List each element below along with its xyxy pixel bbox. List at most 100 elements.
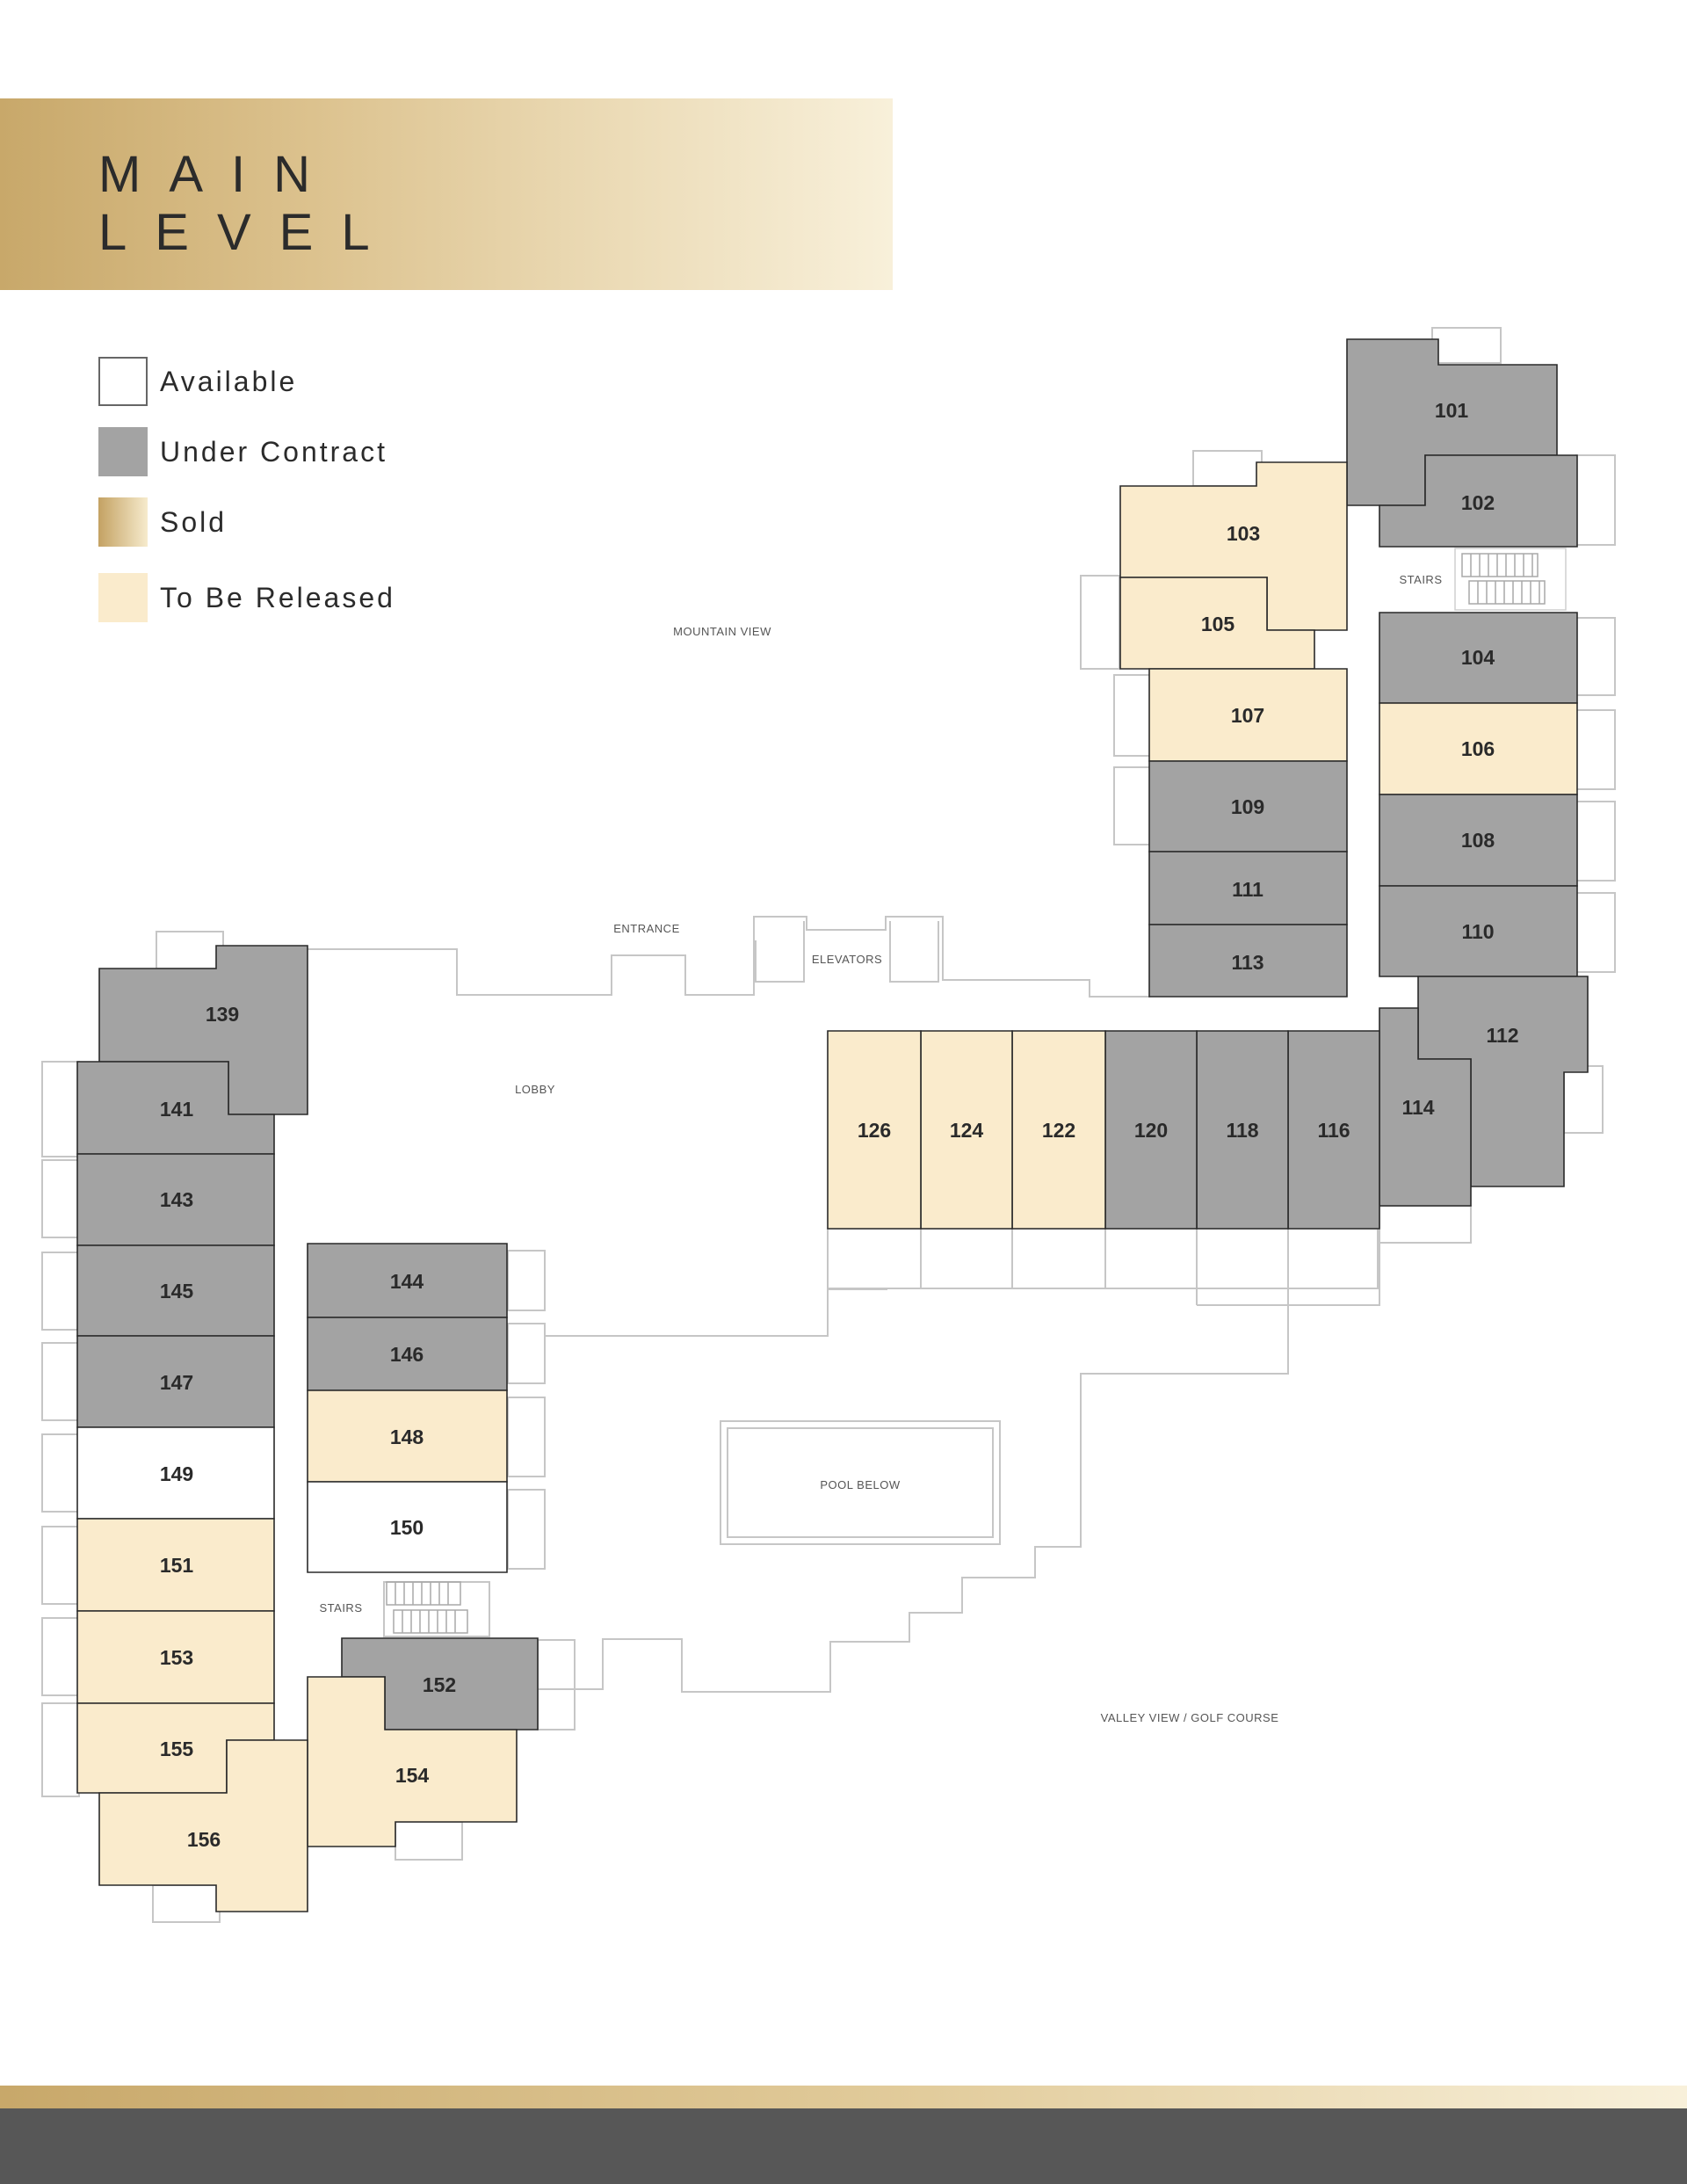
page-title-line-2: LEVEL — [98, 204, 398, 261]
unit-146-label: 146 — [390, 1343, 424, 1366]
unit-116-label: 116 — [1317, 1119, 1350, 1142]
mountain-view-label: MOUNTAIN VIEW — [673, 625, 771, 638]
legend-label-available: Available — [160, 366, 298, 397]
unit-154-label: 154 — [395, 1764, 430, 1787]
unit-146[interactable]: 146 — [307, 1317, 508, 1391]
page-title-line-1: MAIN — [98, 146, 338, 203]
unit-107[interactable]: 107 — [1148, 668, 1348, 762]
unit-139[interactable]: 139 — [98, 945, 308, 1115]
unit-108[interactable]: 108 — [1379, 794, 1578, 887]
valley-view-label: VALLEY VIEW / GOLF COURSE — [1101, 1711, 1279, 1724]
unit-153[interactable]: 153 — [76, 1610, 275, 1704]
unit-105-label: 105 — [1201, 613, 1235, 635]
unit-154-shape[interactable] — [307, 1676, 518, 1847]
unit-120[interactable]: 120 — [1104, 1030, 1198, 1230]
legend-label-under-contract: Under Contract — [160, 436, 387, 468]
unit-106-label: 106 — [1461, 737, 1495, 760]
unit-144[interactable]: 144 — [307, 1243, 508, 1318]
unit-147-label: 147 — [160, 1371, 193, 1394]
unit-149[interactable]: 149 — [76, 1426, 275, 1520]
unit-105-shape[interactable] — [1119, 577, 1315, 670]
pool-below-label: POOL BELOW — [820, 1478, 900, 1491]
unit-122-label: 122 — [1042, 1119, 1075, 1142]
unit-114-label: 114 — [1401, 1096, 1434, 1119]
unit-151-label: 151 — [160, 1554, 194, 1577]
unit-109[interactable]: 109 — [1148, 760, 1348, 853]
unit-126-label: 126 — [858, 1119, 891, 1142]
unit-103-label: 103 — [1227, 522, 1260, 545]
unit-102-shape[interactable] — [1379, 454, 1578, 548]
unit-106[interactable]: 106 — [1379, 702, 1578, 795]
unit-143-label: 143 — [160, 1188, 193, 1211]
unit-107-label: 107 — [1231, 704, 1264, 727]
unit-145-label: 145 — [160, 1280, 194, 1302]
unit-152-label: 152 — [423, 1673, 456, 1696]
bottom-gold-stripe — [0, 2086, 1687, 2108]
unit-102[interactable]: 102 — [1379, 454, 1578, 548]
unit-102-label: 102 — [1461, 491, 1495, 514]
unit-154[interactable]: 154 — [307, 1676, 518, 1847]
unit-141[interactable]: 141 — [76, 1061, 275, 1155]
unit-112-label: 112 — [1486, 1024, 1518, 1047]
unit-147[interactable]: 147 — [76, 1335, 275, 1428]
unit-122[interactable]: 122 — [1011, 1030, 1106, 1230]
unit-153-label: 153 — [160, 1646, 193, 1669]
stairs-north-label: STAIRS — [1400, 573, 1443, 586]
legend-swatch-sold — [98, 497, 148, 547]
footer-bar — [0, 2108, 1687, 2184]
unit-150-shape[interactable] — [307, 1481, 508, 1573]
stairs-south — [386, 1581, 468, 1634]
unit-116[interactable]: 116 — [1287, 1030, 1380, 1230]
unit-148[interactable]: 148 — [307, 1389, 508, 1483]
legend-swatch-to-be-released — [98, 573, 148, 622]
unit-108-label: 108 — [1461, 829, 1495, 852]
unit-118-label: 118 — [1226, 1119, 1258, 1142]
unit-101-label: 101 — [1435, 399, 1469, 422]
unit-150-label: 150 — [390, 1516, 424, 1539]
entrance-label: ENTRANCE — [613, 922, 680, 935]
unit-149-label: 149 — [160, 1462, 193, 1485]
unit-155[interactable]: 155 — [76, 1702, 275, 1794]
elevators-label: ELEVATORS — [812, 953, 882, 966]
unit-141-label: 141 — [160, 1098, 194, 1121]
unit-109-label: 109 — [1231, 795, 1264, 818]
legend-label-to-be-released: To Be Released — [160, 582, 395, 613]
unit-111-label: 111 — [1232, 878, 1263, 901]
unit-113-shape[interactable] — [1148, 924, 1348, 998]
unit-110-label: 110 — [1461, 920, 1494, 943]
legend-swatch-under-contract — [98, 427, 148, 476]
unit-111[interactable]: 111 — [1148, 851, 1348, 925]
unit-118[interactable]: 118 — [1196, 1030, 1289, 1230]
unit-144-label: 144 — [390, 1270, 424, 1293]
unit-126-shape[interactable] — [827, 1030, 922, 1230]
unit-113-label: 113 — [1231, 951, 1263, 974]
unit-156[interactable]: 156 — [98, 1739, 308, 1912]
unit-156-shape[interactable] — [98, 1739, 308, 1912]
title-banner — [0, 98, 893, 290]
unit-104[interactable]: 104 — [1379, 612, 1578, 704]
unit-113[interactable]: 113 — [1148, 924, 1348, 998]
unit-110[interactable]: 110 — [1379, 885, 1578, 977]
unit-151[interactable]: 151 — [76, 1518, 275, 1612]
unit-104-label: 104 — [1461, 646, 1495, 669]
lobby-label: LOBBY — [515, 1083, 555, 1096]
unit-145[interactable]: 145 — [76, 1244, 275, 1337]
unit-143[interactable]: 143 — [76, 1153, 275, 1246]
unit-139-label: 139 — [206, 1003, 239, 1026]
unit-124[interactable]: 124 — [920, 1030, 1013, 1230]
unit-124-label: 124 — [950, 1119, 984, 1142]
unit-150[interactable]: 150 — [307, 1481, 508, 1573]
unit-105[interactable]: 105 — [1119, 577, 1315, 670]
unit-148-label: 148 — [390, 1426, 424, 1448]
unit-156-label: 156 — [187, 1828, 221, 1851]
unit-155-label: 155 — [160, 1738, 194, 1760]
unit-120-label: 120 — [1134, 1119, 1168, 1142]
unit-126[interactable]: 126 — [827, 1030, 922, 1230]
units-layer: 101 102 103 104 105 106 107 108 109 110 111 112 113 1… — [76, 338, 1589, 1912]
stairs-south-label: STAIRS — [320, 1601, 363, 1614]
unit-114[interactable]: 114 — [1379, 1007, 1472, 1207]
legend-label-sold: Sold — [160, 506, 228, 538]
legend-swatch-available — [98, 357, 148, 406]
stairs-north — [1454, 548, 1567, 611]
